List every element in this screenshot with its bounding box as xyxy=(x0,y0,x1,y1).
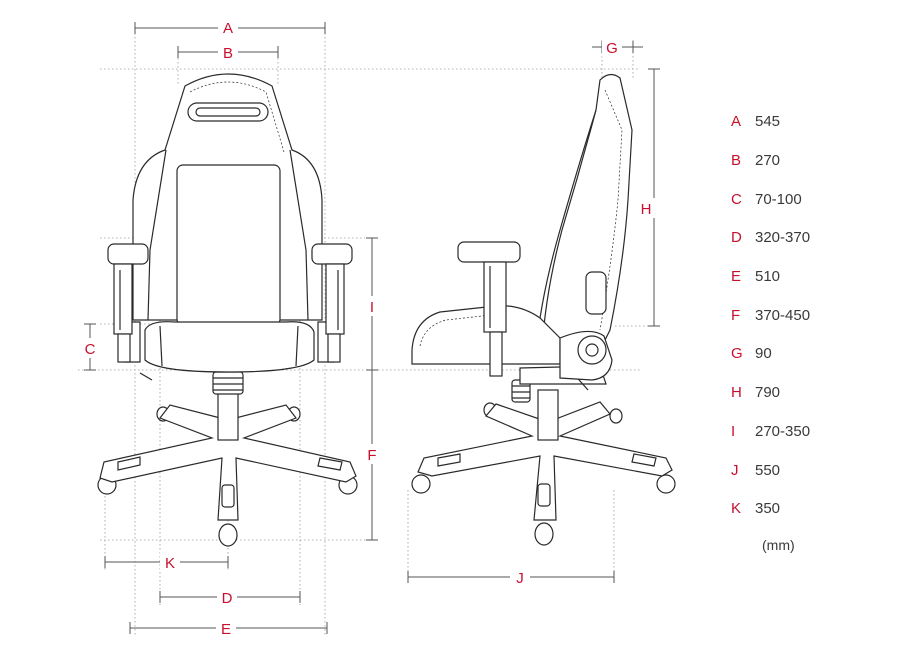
spec-letter: H xyxy=(731,384,742,401)
spec-value: 270 xyxy=(755,152,781,169)
dim-label-i: I xyxy=(370,299,374,316)
dim-label-e: E xyxy=(221,621,231,638)
spec-value: 320-370 xyxy=(755,229,811,246)
dimension-letters: A B C I F K D E G H J xyxy=(80,17,656,638)
dim-label-h: H xyxy=(641,201,652,218)
unit-note: (mm) xyxy=(762,537,795,553)
spec-letter: C xyxy=(731,191,742,208)
spec-letter: F xyxy=(731,307,741,324)
spec-letter: B xyxy=(731,152,742,169)
spec-value: 550 xyxy=(755,462,781,479)
spec-letter: D xyxy=(731,229,742,246)
spec-letter: K xyxy=(731,500,742,517)
spec-letter: I xyxy=(731,423,736,440)
spec-letter: E xyxy=(731,268,742,285)
dim-label-b: B xyxy=(223,45,233,62)
spec-value: 350 xyxy=(755,500,781,517)
dim-label-f: F xyxy=(367,447,376,464)
spec-value: 70-100 xyxy=(755,191,802,208)
front-view-chair xyxy=(97,73,358,547)
spec-value: 90 xyxy=(755,345,772,362)
spec-value: 545 xyxy=(755,113,781,130)
side-view-chair xyxy=(411,73,676,546)
dim-label-d: D xyxy=(222,590,233,607)
dim-label-k: K xyxy=(165,555,175,572)
spec-value: 370-450 xyxy=(755,307,811,324)
spec-letter: A xyxy=(731,113,742,130)
dim-label-g: G xyxy=(606,40,618,57)
spec-value: 270-350 xyxy=(755,423,811,440)
spec-value: 790 xyxy=(755,384,781,401)
spec-letter: G xyxy=(731,345,743,362)
dim-label-j: J xyxy=(516,570,524,587)
spec-value: 510 xyxy=(755,268,781,285)
dim-label-a: A xyxy=(223,20,233,37)
dim-label-c: C xyxy=(85,341,96,358)
spec-letter: J xyxy=(731,462,739,479)
